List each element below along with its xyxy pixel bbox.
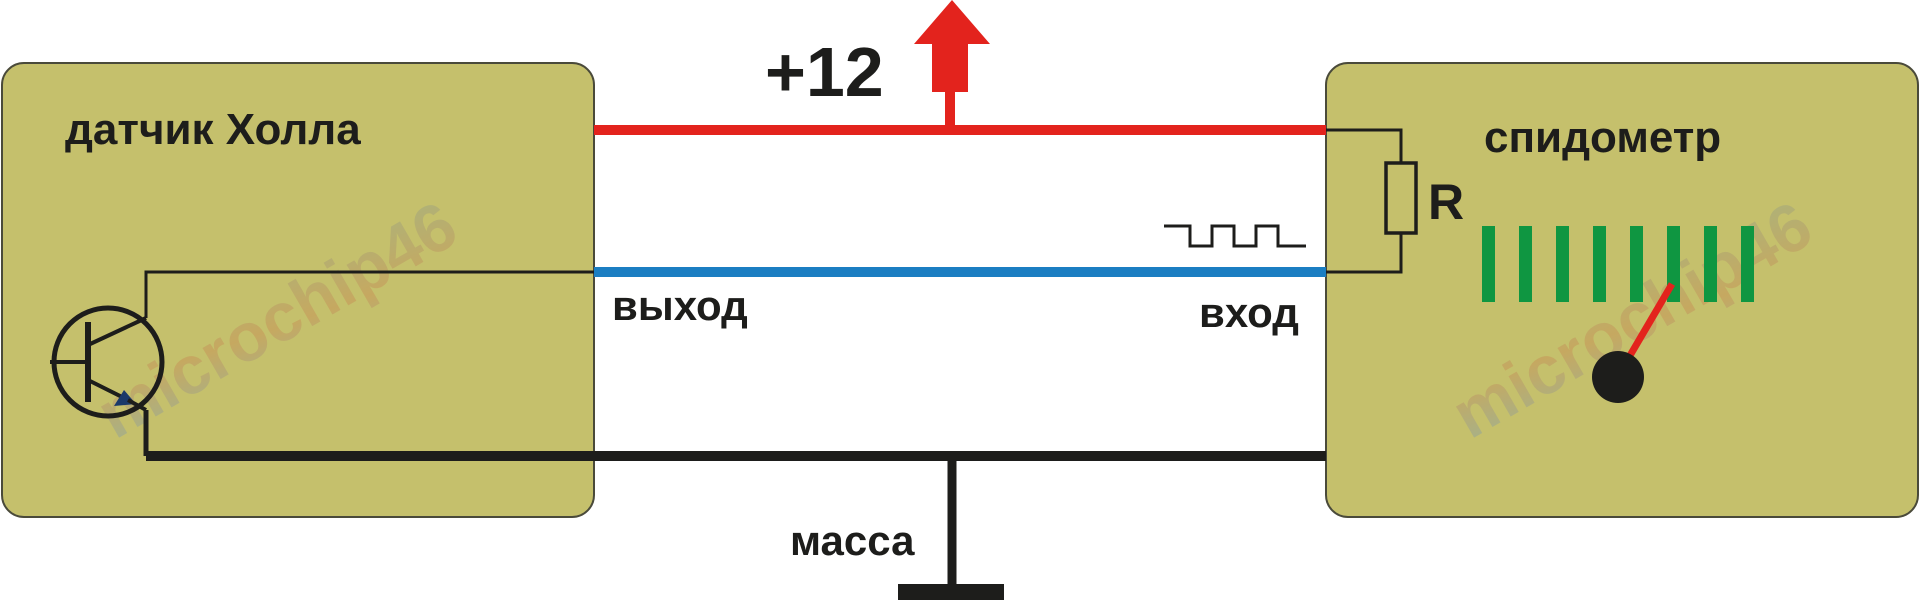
output-label: выход — [612, 282, 748, 329]
speedometer-needle-icon — [1592, 282, 1676, 403]
npn-transistor-icon — [50, 305, 165, 419]
resistor-icon — [1326, 128, 1418, 274]
scale-mark — [1519, 226, 1532, 302]
input-label: вход — [1199, 289, 1299, 336]
supply-wire — [594, 88, 1326, 135]
resistor-label: R — [1428, 174, 1464, 230]
ground-label: масса — [790, 517, 915, 564]
scale-mark — [1593, 226, 1606, 302]
speedometer-title: спидометр — [1484, 113, 1721, 162]
speedometer-block — [1325, 62, 1919, 518]
hall-sensor-block — [1, 62, 595, 518]
scale-mark — [1482, 226, 1495, 302]
ground-wire — [146, 451, 1326, 588]
arrow-up-icon — [914, 0, 990, 92]
scale-mark — [1630, 226, 1643, 302]
hall-sensor-title: датчик Холла — [65, 105, 361, 154]
transistor-wiring — [143, 270, 594, 456]
scale-mark — [1741, 226, 1754, 302]
speedometer-scale — [1482, 226, 1754, 302]
scale-mark — [1704, 226, 1717, 302]
pulse-signal-icon — [1164, 224, 1306, 248]
ground-symbol-icon — [898, 584, 1004, 600]
supply-label: +12 — [765, 33, 884, 111]
scale-mark — [1556, 226, 1569, 302]
